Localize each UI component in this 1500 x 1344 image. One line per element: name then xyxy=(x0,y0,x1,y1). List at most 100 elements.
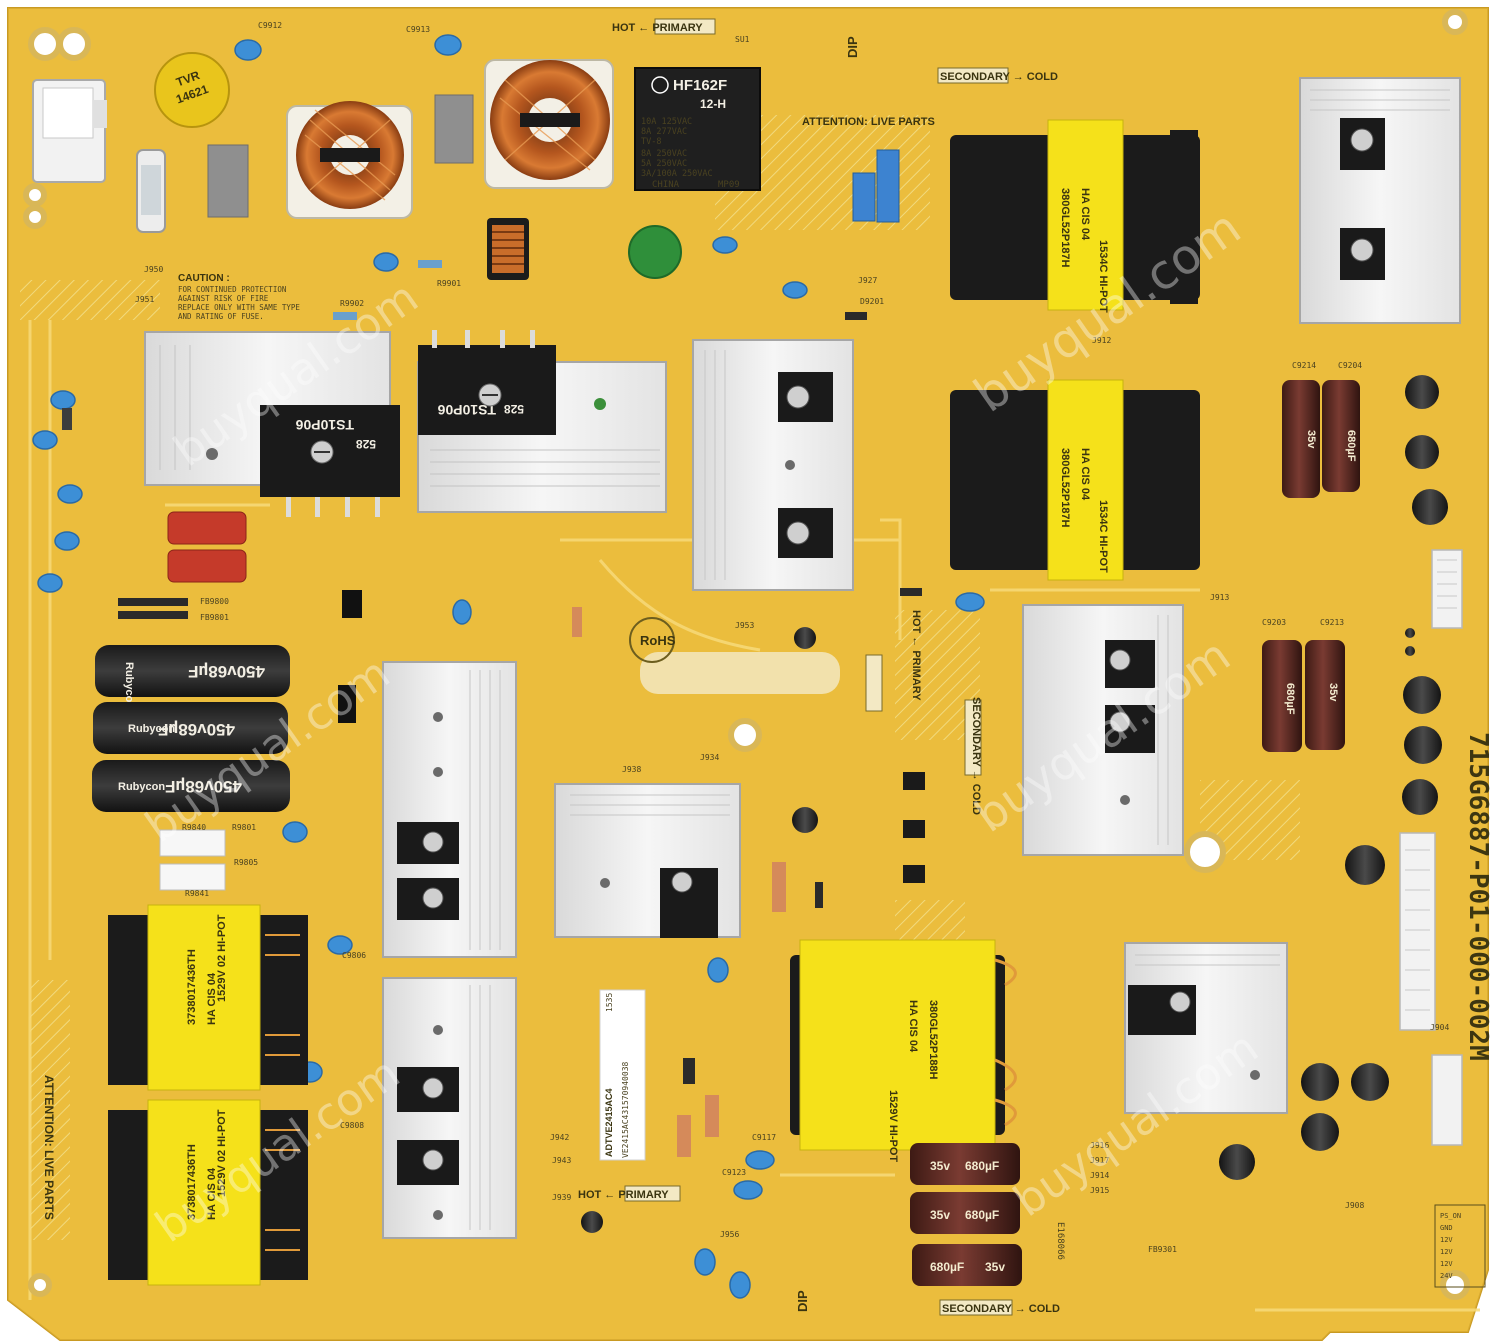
heatsink-center-upper xyxy=(692,339,854,591)
product-label-sticker: ADTVE2415AC4 VE2415AC431570940038 1535 xyxy=(599,989,646,1161)
transformer-llc-main: 380GL52P188H HA CIS 04 1529V HI-POT xyxy=(790,939,1017,1162)
svg-text:680µF: 680µF xyxy=(1345,430,1357,462)
svg-text:12V: 12V xyxy=(1440,1236,1453,1244)
svg-text:380GL52P187H: 380GL52P187H xyxy=(1059,448,1071,528)
hot-primary-marking-mid: HOT ← PRIMARY xyxy=(865,610,922,712)
svg-text:E168066: E168066 xyxy=(1055,1222,1065,1260)
svg-text:HOT ← PRIMARY: HOT ← PRIMARY xyxy=(612,22,703,34)
svg-text:TS10P06: TS10P06 xyxy=(437,402,496,418)
svg-text:J913: J913 xyxy=(1210,593,1229,602)
transformer-right-middle: 380GL52P187H HA CIS 04 1534C HI-POT xyxy=(950,379,1200,581)
svg-text:HOT ← PRIMARY: HOT ← PRIMARY xyxy=(910,610,922,701)
svg-text:C9912: C9912 xyxy=(258,21,282,30)
svg-text:1529V 02 HI-POT: 1529V 02 HI-POT xyxy=(216,914,228,1002)
board-part-number: 715G6887-P01-000-002M xyxy=(1463,732,1493,1061)
svg-text:DIP: DIP xyxy=(795,1290,810,1312)
svg-text:SECONDARY → COLD: SECONDARY → COLD xyxy=(942,1303,1060,1315)
svg-text:12V: 12V xyxy=(1440,1248,1453,1256)
svg-text:35v: 35v xyxy=(930,1208,950,1222)
fuse xyxy=(136,149,166,233)
svg-text:C9204: C9204 xyxy=(1338,361,1362,370)
svg-text:1529V 02 HI-POT: 1529V 02 HI-POT xyxy=(216,1109,228,1197)
svg-text:C9913: C9913 xyxy=(406,25,430,34)
svg-text:J914: J914 xyxy=(1090,1171,1109,1180)
svg-text:J927: J927 xyxy=(858,276,877,285)
svg-text:R9805: R9805 xyxy=(234,858,258,867)
svg-text:12V: 12V xyxy=(1440,1260,1453,1268)
svg-text:J916: J916 xyxy=(1090,1141,1109,1150)
heatsink-center-left-bottom xyxy=(382,977,517,1239)
svg-text:J950: J950 xyxy=(144,265,163,274)
svg-text:SECONDARY → COLD: SECONDARY → COLD xyxy=(970,697,982,815)
svg-text:680µF: 680µF xyxy=(930,1260,964,1274)
svg-text:R9901: R9901 xyxy=(437,279,461,288)
svg-text:FB9301: FB9301 xyxy=(1148,1245,1177,1254)
svg-text:J915: J915 xyxy=(1090,1186,1109,1195)
output-connectors xyxy=(1399,549,1463,1146)
svg-text:35v: 35v xyxy=(1327,683,1339,702)
svg-text:C9214: C9214 xyxy=(1292,361,1316,370)
svg-text:C9117: C9117 xyxy=(752,1133,776,1142)
svg-text:C9806: C9806 xyxy=(342,951,366,960)
small-discrete-parts xyxy=(62,260,922,1157)
relay-model: HF162F xyxy=(673,77,727,94)
secondary-cold-marking-mid: SECONDARY → COLD xyxy=(964,697,982,815)
svg-text:FB9800: FB9800 xyxy=(200,597,229,606)
svg-text:1534C HI-POT: 1534C HI-POT xyxy=(1097,240,1109,313)
heatsink-right-middle xyxy=(1022,604,1184,856)
svg-text:1535: 1535 xyxy=(605,993,614,1012)
svg-text:C9123: C9123 xyxy=(722,1168,746,1177)
secondary-cold-marking-bottom: SECONDARY → COLD xyxy=(939,1299,1060,1316)
svg-text:680µF: 680µF xyxy=(1284,683,1296,715)
caution-line-3: REPLACE ONLY WITH SAME TYPE xyxy=(178,303,300,312)
svg-text:ATTENTION: LIVE PARTS: ATTENTION: LIVE PARTS xyxy=(802,116,935,128)
svg-text:HA CIS 04: HA CIS 04 xyxy=(907,1000,919,1053)
svg-text:HA CIS 04: HA CIS 04 xyxy=(1079,448,1091,501)
hot-primary-marking-top: HOT ← PRIMARY xyxy=(612,18,716,35)
relay-rating-1: 10A 125VAC xyxy=(641,117,692,127)
svg-text:R9902: R9902 xyxy=(340,299,364,308)
small-electrolytic-capacitors xyxy=(581,375,1448,1233)
svg-text:J939: J939 xyxy=(552,1193,571,1202)
optocouplers xyxy=(903,772,925,883)
connector-pinout-table: PS_ON GND 12V 12V 12V 24V xyxy=(1434,1204,1486,1288)
svg-text:HOT ← PRIMARY: HOT ← PRIMARY xyxy=(578,1189,669,1201)
svg-text:Rubycon: Rubycon xyxy=(118,781,165,793)
heatsink-bridge-right: TS10P06 528 xyxy=(417,345,667,513)
relay-variant: 12-H xyxy=(700,97,726,111)
varistor: TVR 14621 xyxy=(154,52,230,128)
reference-designators: C9912 C9913 SU1 R9902 R9901 J950 J951 J9… xyxy=(135,21,1449,1260)
svg-text:HA CIS 04: HA CIS 04 xyxy=(206,972,218,1025)
svg-text:C9203: C9203 xyxy=(1262,618,1286,627)
svg-text:1534C HI-POT: 1534C HI-POT xyxy=(1097,500,1109,573)
x-capacitor-blocks xyxy=(207,94,474,218)
caution-line-4: AND RATING OF FUSE. xyxy=(178,312,264,321)
svg-text:24V: 24V xyxy=(1440,1272,1453,1280)
svg-text:Rubycon: Rubycon xyxy=(128,723,175,735)
svg-text:SU1: SU1 xyxy=(735,35,750,44)
heatsink-bridge-left: TS10P06 528 xyxy=(144,331,400,497)
svg-text:450v68µF: 450v68µF xyxy=(188,662,265,681)
ntc-thermistor xyxy=(628,225,682,279)
y-capacitors xyxy=(32,34,985,1299)
bridge-pins xyxy=(286,330,535,517)
svg-text:GND: GND xyxy=(1440,1224,1453,1232)
heatsink-center-left-top xyxy=(382,661,517,958)
svg-text:PS_ON: PS_ON xyxy=(1440,1212,1461,1220)
caution-line-1: FOR CONTINUED PROTECTION xyxy=(178,285,286,294)
attention-marking-top: ATTENTION: LIVE PARTS xyxy=(802,116,935,128)
svg-text:J912: J912 xyxy=(1092,336,1111,345)
relay-rating-4: 8A 250VAC xyxy=(641,149,687,159)
ac-input-connector xyxy=(32,79,107,183)
dip-marking-top: DIP xyxy=(845,36,860,58)
svg-text:J942: J942 xyxy=(550,1133,569,1142)
svg-text:3738017436TH: 3738017436TH xyxy=(186,949,198,1025)
svg-text:FB9801: FB9801 xyxy=(200,613,229,622)
attention-marking-left: ATTENTION: LIVE PARTS xyxy=(42,1075,56,1220)
svg-text:ADTVE2415AC4: ADTVE2415AC4 xyxy=(604,1088,614,1157)
bulk-capacitor-3: Rubycon 450v68µF xyxy=(92,760,290,812)
red-safety-capacitors xyxy=(167,511,247,583)
svg-text:R9841: R9841 xyxy=(185,889,209,898)
svg-text:J917: J917 xyxy=(1090,1156,1109,1165)
